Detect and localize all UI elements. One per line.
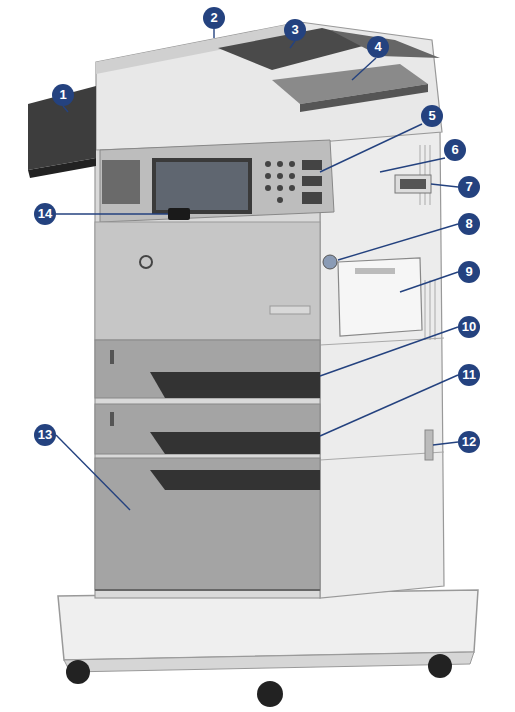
callout-number: 12 bbox=[458, 431, 480, 453]
callout-number: 13 bbox=[34, 424, 56, 446]
callout-number: 3 bbox=[284, 19, 306, 41]
callout-number: 4 bbox=[367, 36, 389, 58]
callout-number: 8 bbox=[458, 213, 480, 235]
callout-number: 11 bbox=[458, 364, 480, 386]
callout-number: 5 bbox=[421, 105, 443, 127]
callout-number: 7 bbox=[458, 176, 480, 198]
callout-number: 9 bbox=[458, 261, 480, 283]
callout-number: 10 bbox=[458, 316, 480, 338]
callout-number: 2 bbox=[203, 7, 225, 29]
callout-number: 14 bbox=[34, 203, 56, 225]
callout-number: 1 bbox=[52, 84, 74, 106]
callout-number: 6 bbox=[444, 139, 466, 161]
